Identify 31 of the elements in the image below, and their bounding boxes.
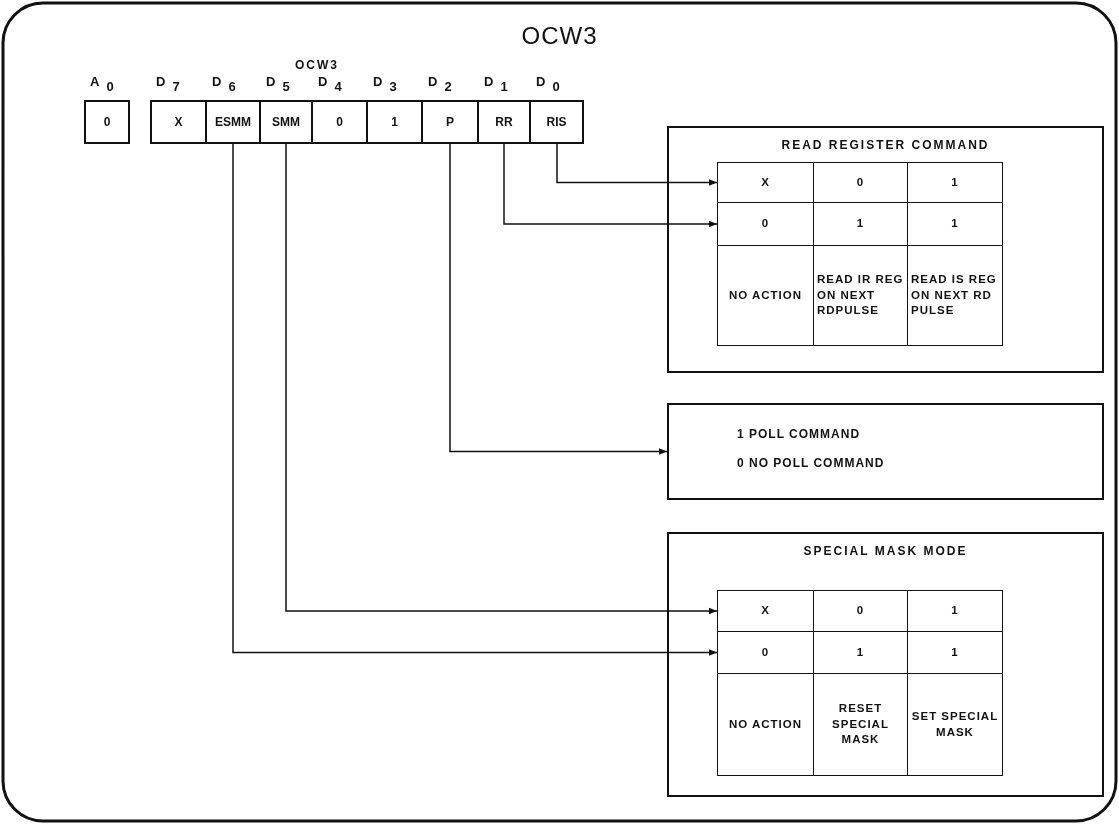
bit-cell: RIS xyxy=(530,100,584,144)
bit-cell: SMM xyxy=(260,100,312,144)
command-box xyxy=(667,403,1104,500)
arrow xyxy=(232,143,718,656)
arrow xyxy=(285,143,718,615)
table-cell: NO ACTION xyxy=(717,245,814,346)
bit-cell: 1 xyxy=(367,100,422,144)
box-heading: SPECIAL MASK MODE xyxy=(802,544,969,558)
command-box xyxy=(667,532,1104,797)
arrow xyxy=(449,143,668,455)
option-text: 1 POLL COMMAND xyxy=(737,427,861,441)
arrow xyxy=(503,143,718,228)
bit-cell: ESMM xyxy=(206,100,260,144)
table-cell: X xyxy=(717,590,814,632)
arrow xyxy=(556,143,718,186)
bit-cell: 0 xyxy=(84,100,130,144)
table-cell: X xyxy=(717,162,814,203)
diagram-title: OCW3 xyxy=(520,22,599,50)
table-cell: 1 xyxy=(907,590,1003,632)
bit-cell: P xyxy=(422,100,478,144)
table-cell: SET SPECIAL MASK xyxy=(907,673,1003,776)
bit-cell: X xyxy=(150,100,206,144)
table-cell: 1 xyxy=(907,162,1003,203)
bit-cell: 0 xyxy=(312,100,367,144)
table-cell: NO ACTION xyxy=(717,673,814,776)
command-box xyxy=(667,126,1104,373)
register-label: OCW3 xyxy=(295,58,339,72)
bit-cell: RR xyxy=(478,100,530,144)
table-cell: READ IS REG ON NEXT RD PULSE xyxy=(907,245,1003,346)
box-heading: READ REGISTER COMMAND xyxy=(780,138,991,152)
option-text: 0 NO POLL COMMAND xyxy=(737,456,885,470)
